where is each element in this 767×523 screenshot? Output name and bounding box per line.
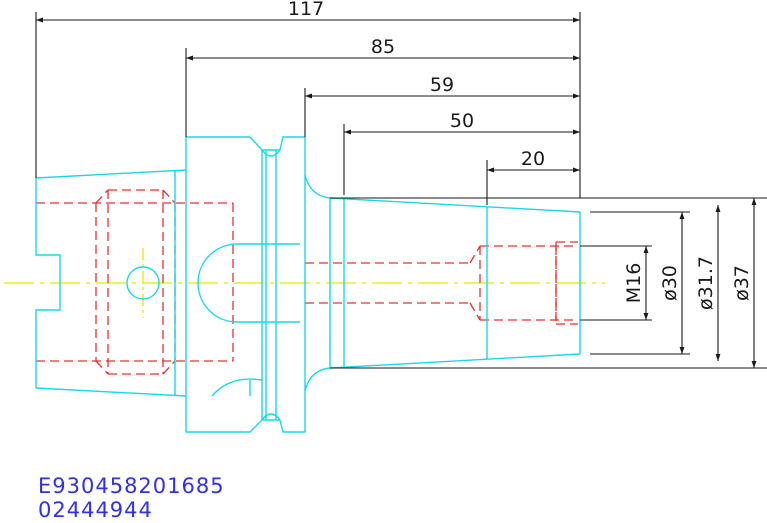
part-code-line2: 02444944	[38, 498, 153, 522]
dim-nose-length: 20	[521, 148, 545, 170]
dim-flange-to-end: 85	[371, 36, 395, 58]
part-code-line1: E930458201685	[38, 474, 225, 498]
dim-thread: M16	[623, 263, 645, 304]
dimension-lines	[35, 12, 767, 369]
dim-collar-to-end: 59	[430, 74, 454, 96]
dim-taper-length: 50	[450, 110, 474, 132]
dim-overall-length: 117	[288, 0, 324, 20]
part-outline	[35, 136, 581, 433]
technical-drawing: 117 85 59 50 20 M16 ø30 ø31.7 ø37	[4, 0, 767, 433]
dim-bore-diameter: ø30	[659, 265, 681, 301]
hidden-lines	[36, 189, 578, 375]
part-codes: E930458201685 02444944	[38, 474, 225, 522]
dim-nose-diameter: ø31.7	[695, 256, 717, 310]
dim-outer-diameter: ø37	[731, 265, 753, 301]
